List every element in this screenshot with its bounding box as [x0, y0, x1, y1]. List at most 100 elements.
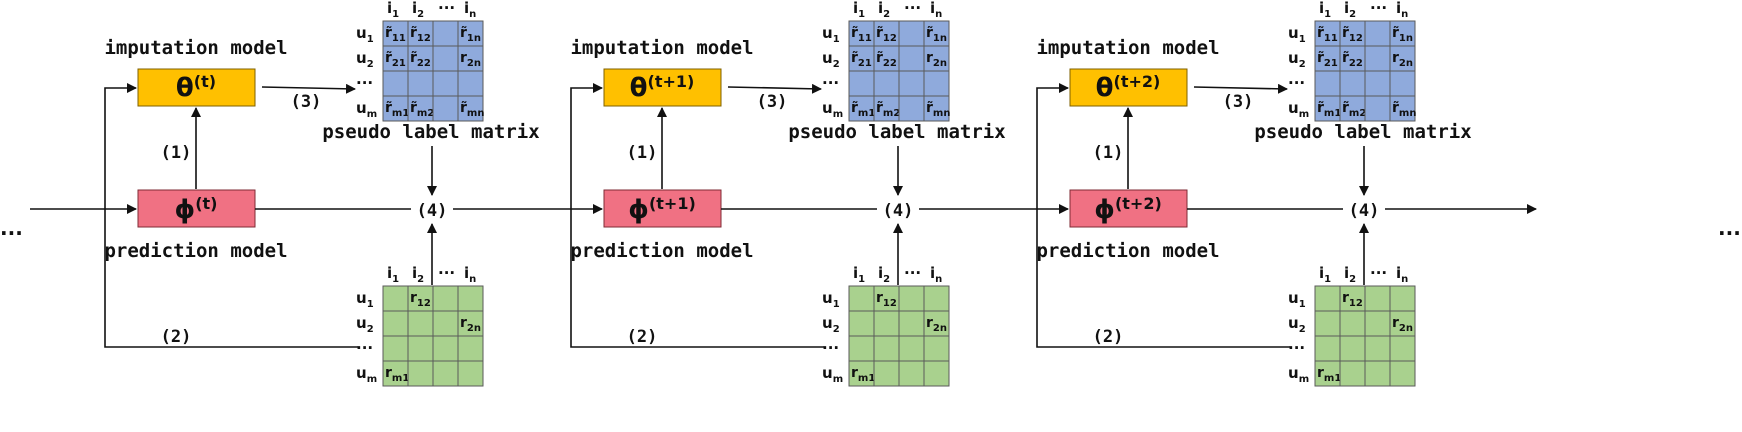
observed-matrix-cell-label-1-3: r2n — [926, 315, 947, 334]
step4-node: (4) — [417, 201, 448, 221]
theta-parameter: θ(t+2) — [1096, 72, 1161, 103]
observed-matrix-cell-label-0-1-sub: 12 — [1349, 298, 1363, 309]
observed-matrix-col-header-2: ··· — [1370, 264, 1387, 282]
observed-matrix-row-header-2: ··· — [356, 339, 373, 357]
observed-matrix-row-header-0: u1 — [356, 289, 374, 310]
pseudo-matrix-col-header-1: i2 — [1344, 0, 1356, 20]
observed-matrix-row-header-0-main: u — [822, 289, 833, 307]
pseudo-matrix-cell-label-3-0-main: r̃ — [1317, 100, 1324, 116]
observed-matrix-cell-0-2 — [898, 285, 925, 312]
pseudo-matrix-row-header-2: ··· — [822, 74, 839, 92]
observed-matrix-cell-label-1-3-sub: 2n — [1399, 323, 1413, 334]
observed-matrix-col-header-3-main: i — [1396, 264, 1401, 282]
observed-matrix-col-header-0-main: i — [1319, 264, 1324, 282]
observed-matrix-col-header-3-sub: n — [1401, 274, 1408, 285]
pseudo-matrix-row-header-1-sub: 2 — [367, 59, 374, 70]
observed-matrix-row-header-1-sub: 2 — [367, 324, 374, 335]
phi-symbol: ϕ — [1094, 195, 1115, 225]
pseudo-matrix-cell-3-3 — [457, 95, 484, 122]
pseudo-matrix-cell-3-0 — [1314, 95, 1341, 122]
observed-matrix-cell-1-0 — [848, 310, 875, 337]
pseudo-matrix-cell-3-0 — [382, 95, 409, 122]
observed-matrix-cell-label-0-1: r12 — [410, 290, 431, 309]
phi-superscript: (t) — [195, 194, 217, 213]
pseudo-matrix-col-header-3-sub: n — [1401, 9, 1408, 20]
pseudo-matrix-cell-label-1-0: r̃21 — [385, 50, 406, 69]
observed-matrix-cell-3-3 — [457, 360, 484, 387]
pseudo-matrix-cell-2-3 — [923, 70, 950, 97]
pseudo-matrix-row-header-3-sub: m — [1299, 109, 1309, 120]
pseudo-matrix-col-header-2-main: ··· — [904, 0, 921, 17]
observed-matrix-row-header-1-sub: 2 — [1299, 324, 1306, 335]
observed-matrix-col-header-3-sub: n — [935, 274, 942, 285]
observed-matrix-cell-1-3 — [1389, 310, 1416, 337]
pseudo-matrix-cell-label-3-0-main: r̃ — [851, 100, 858, 116]
observed-matrix-row-header-3-main: u — [1288, 364, 1299, 382]
observed-matrix-col-header-2-main: ··· — [904, 264, 921, 282]
leading-ellipsis: ··· — [0, 221, 23, 245]
observed-matrix-row-header-1: u2 — [1288, 314, 1306, 335]
observed-matrix-row-header-2-main: ··· — [1288, 339, 1305, 357]
pseudo-matrix-cell-1-3 — [457, 45, 484, 72]
observed-matrix-cell-3-2 — [898, 360, 925, 387]
pseudo-matrix-cell-label-3-3-main: r̃ — [926, 100, 933, 116]
pseudo-matrix-cell-label-1-3-sub: 2n — [467, 58, 481, 69]
observed-matrix-col-header-0: i1 — [1319, 264, 1331, 285]
pseudo-matrix-col-header-0: i1 — [387, 0, 399, 20]
observed-matrix-col-header-1: i2 — [1344, 264, 1356, 285]
pseudo-matrix-cell-label-3-3: r̃mn — [1392, 100, 1416, 119]
observed-matrix-cell-0-0 — [382, 285, 409, 312]
pseudo-matrix-col-header-2: ··· — [1370, 0, 1387, 17]
observed-matrix-cell-2-1 — [1339, 335, 1366, 362]
pseudo-matrix-cell-label-1-0-sub: 21 — [392, 58, 406, 69]
observed-matrix-cell-0-2 — [432, 285, 459, 312]
pseudo-matrix-cell-label-0-1-main: r̃ — [876, 25, 883, 41]
pseudo-matrix-cell-label-1-1-main: r̃ — [410, 50, 417, 66]
observed-matrix-cell-label-3-0: rm1 — [385, 365, 409, 384]
observed-matrix-row-header-1-sub: 2 — [833, 324, 840, 335]
pseudo-matrix-cell-label-0-1-sub: 12 — [883, 33, 897, 44]
pseudo-matrix-cell-label-3-1-sub: m2 — [883, 108, 900, 119]
pseudo-matrix-row-header-1: u2 — [356, 49, 374, 70]
pseudo-matrix-cell-label-0-3-main: r̃ — [460, 25, 467, 41]
observed-matrix-row-header-0-sub: 1 — [1299, 299, 1306, 310]
pseudo-matrix-cell-label-1-3: r2n — [926, 50, 947, 69]
pseudo-matrix-col-header-0-main: i — [853, 0, 858, 17]
observed-matrix-col-header-2-main: ··· — [438, 264, 455, 282]
observed-matrix-cell-label-3-0-sub: m1 — [858, 373, 875, 384]
pseudo-matrix-cell-label-0-3-main: r̃ — [1392, 25, 1399, 41]
pseudo-matrix-cell-label-3-1-sub: m2 — [1349, 108, 1366, 119]
pseudo-matrix-row-header-0-main: u — [1288, 24, 1299, 42]
observed-matrix-row-header-3: um — [822, 364, 843, 385]
prediction-model-label: prediction model — [570, 240, 753, 262]
observed-matrix-col-header-1: i2 — [878, 264, 890, 285]
pseudo-matrix-col-header-0: i1 — [1319, 0, 1331, 20]
observed-matrix-cell-2-0 — [382, 335, 409, 362]
pseudo-matrix-cell-2-0 — [1314, 70, 1341, 97]
observed-matrix-cell-1-0 — [1314, 310, 1341, 337]
pseudo-matrix-row-header-2-main: ··· — [1288, 74, 1305, 92]
pseudo-matrix-cell-label-0-0: r̃11 — [385, 25, 406, 44]
phi-symbol: ϕ — [175, 195, 196, 225]
observed-matrix-cell-label-0-1-sub: 12 — [417, 298, 431, 309]
step3-arrow — [1193, 83, 1288, 94]
pseudo-matrix-cell-label-1-3-main: r — [926, 50, 933, 66]
pseudo-matrix-cell-label-0-1-sub: 12 — [417, 33, 431, 44]
pseudo-matrix-cell-label-0-1-main: r̃ — [410, 25, 417, 41]
observed-matrix-col-header-1-main: i — [878, 264, 883, 282]
pseudo-matrix-cell-label-3-3-main: r̃ — [1392, 100, 1399, 116]
pseudo-matrix-cell-label-1-3-main: r — [460, 50, 467, 66]
pseudo-matrix-cell-label-1-1: r̃22 — [876, 50, 897, 69]
pseudo-matrix-col-header-3: in — [930, 0, 942, 20]
observed-matrix-row-header-0-sub: 1 — [367, 299, 374, 310]
observed-matrix-cell-3-1 — [873, 360, 900, 387]
pseudo-matrix-cell-label-0-3: r̃1n — [926, 25, 947, 44]
pseudo-matrix-cell-3-3 — [1389, 95, 1416, 122]
pseudo-matrix-row-header-2-main: ··· — [822, 74, 839, 92]
observed-matrix-cell-2-1 — [407, 335, 434, 362]
observed-matrix-cell-3-2 — [1364, 360, 1391, 387]
step2-path — [104, 83, 358, 348]
pseudo-matrix-cell-label-1-1-main: r̃ — [1342, 50, 1349, 66]
pseudo-matrix-cell-2-1 — [873, 70, 900, 97]
